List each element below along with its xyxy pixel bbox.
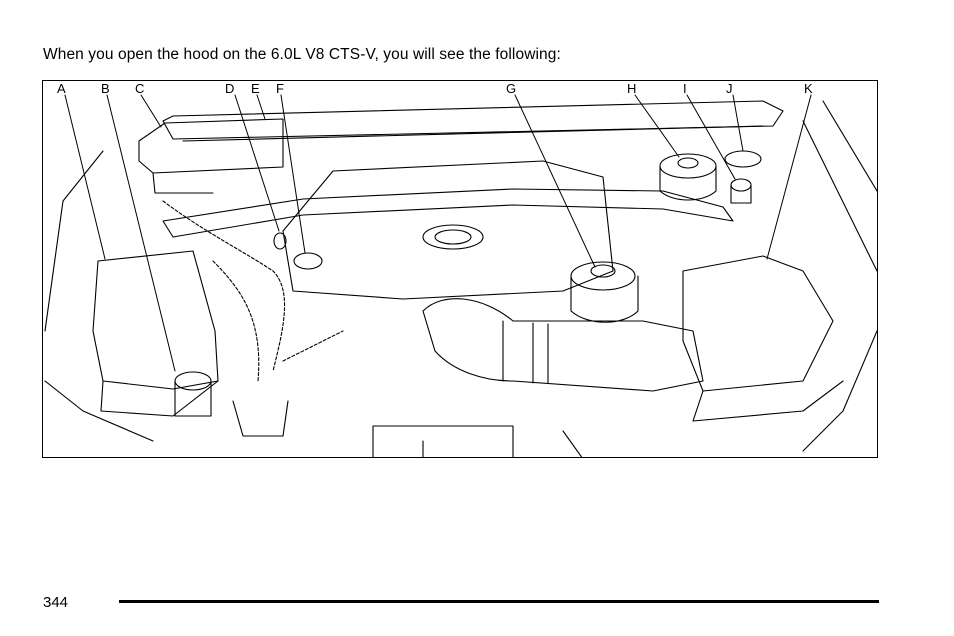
engine-line-drawing (44, 94, 877, 457)
page-number: 344 (43, 594, 69, 611)
intro-text: When you open the hood on the 6.0L V8 CT… (43, 46, 561, 63)
callout-label-e: E (251, 81, 260, 96)
callout-label-c: C (135, 81, 145, 96)
callout-label-g: G (506, 81, 517, 96)
callout-label-h: H (627, 81, 637, 96)
callout-label-j: J (726, 81, 733, 96)
callout-label-a: A (57, 81, 66, 96)
callout-label-k: K (804, 81, 813, 96)
callout-label-f: F (276, 81, 284, 96)
footer-rule (119, 600, 879, 603)
callout-label-b: B (101, 81, 110, 96)
engine-compartment-illustration: A B C D E F G H I J K (42, 80, 878, 458)
callout-label-d: D (225, 81, 235, 96)
callout-label-i: I (683, 81, 687, 96)
